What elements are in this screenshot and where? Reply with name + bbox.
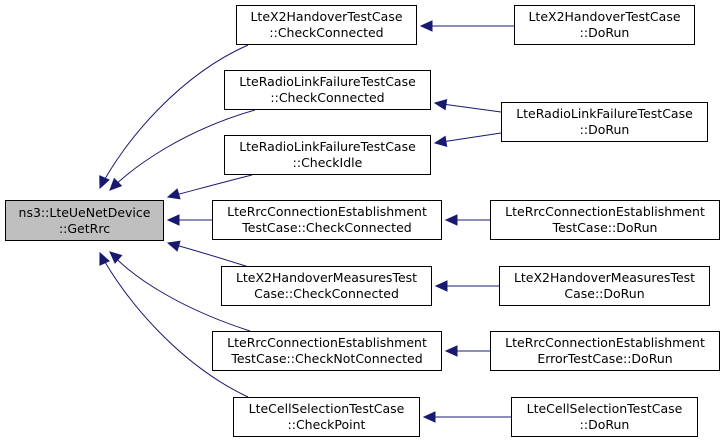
node-rrcce-checknotconnected[interactable]: LteRrcConnectionEstablishment TestCase::… [212,331,442,371]
edge-r7-m7-arrowhead [422,411,436,423]
node-x2handover-checkconnected[interactable]: LteX2HandoverTestCase ::CheckConnected [236,5,417,45]
node-label-line1: LteRrcConnectionEstablishment [227,335,427,350]
node-label-line2: Case::DoRun [564,286,645,301]
node-root-getrrc[interactable]: ns3::LteUeNetDevice ::GetRrc [5,200,164,241]
node-x2handover-dorun[interactable]: LteX2HandoverTestCase ::DoRun [514,5,695,45]
node-rlf-checkidle[interactable]: LteRadioLinkFailureTestCase ::CheckIdle [224,135,431,175]
edge-m1-root-arrowhead [99,175,110,190]
edge-m6-root [109,251,251,332]
node-label-line2: TestCase::CheckConnected [242,220,412,235]
node-label-line2: ::DoRun [579,417,630,432]
edge-r1-m1-arrowhead [419,20,433,32]
edge-r2-m2-arrowhead [433,98,448,111]
edge-m2-root-arrowhead [109,177,123,191]
node-label-line2: TestCase::DoRun [552,220,658,235]
node-label-line1: LteRrcConnectionEstablishment [505,204,705,219]
node-cellselection-dorun[interactable]: LteCellSelectionTestCase ::DoRun [511,397,698,437]
edge-m3-root-arrowhead [166,188,181,200]
node-label-line2: ::CheckConnected [269,25,384,40]
node-rlf-checkconnected[interactable]: LteRadioLinkFailureTestCase ::CheckConne… [224,70,431,110]
edge-m5-root-arrowhead [166,240,181,252]
node-label-line1: LteX2HandoverMeasuresTest [235,270,418,285]
node-label-line1: LteX2HandoverTestCase [250,9,403,24]
node-label-line2: ErrorTestCase::DoRun [537,351,673,366]
node-cellselection-checkpoint[interactable]: LteCellSelectionTestCase ::CheckPoint [233,397,420,437]
edge-m3-root [167,174,253,198]
node-label-line2: ::CheckConnected [270,90,385,105]
node-label-line1: LteRadioLinkFailureTestCase [239,139,416,154]
edge-m5-root [167,242,253,269]
node-rrcce-dorun[interactable]: LteRrcConnectionEstablishment TestCase::… [490,200,720,240]
edge-r5-m5-arrowhead [434,280,448,292]
node-label-line2: ::DoRun [579,25,630,40]
node-label-line2: Case::CheckConnected [254,286,399,301]
edge-r6-m6-arrowhead [444,345,458,357]
edge-m7-root-arrowhead [99,251,110,266]
node-label-line1: LteRrcConnectionEstablishment [505,335,705,350]
node-label-line1: LteCellSelectionTestCase [248,401,405,416]
node-label-line2: ::CheckPoint [287,417,366,432]
node-label-line2: ::DoRun [579,122,630,137]
node-label-line1: LteCellSelectionTestCase [526,401,683,416]
node-label-line1: LteRrcConnectionEstablishment [227,204,427,219]
edge-m7-root [99,252,249,398]
edge-m1-root [99,44,249,189]
node-label-line1: LteX2HandoverMeasuresTest [513,270,696,285]
node-rrcce-checkconnected[interactable]: LteRrcConnectionEstablishment TestCase::… [212,200,442,240]
edge-r4-m4-arrowhead [444,214,458,226]
node-rrcce-error-dorun[interactable]: LteRrcConnectionEstablishment ErrorTestC… [490,331,720,371]
node-x2measures-checkconnected[interactable]: LteX2HandoverMeasuresTest Case::CheckCon… [221,266,432,306]
node-x2measures-dorun[interactable]: LteX2HandoverMeasuresTest Case::DoRun [499,266,710,306]
node-label-line2: ::GetRrc [58,220,111,236]
edge-m2-root [109,109,256,191]
edge-m6-root-arrowhead [109,251,123,264]
node-label-line1: LteRadioLinkFailureTestCase [239,74,416,89]
node-label-line1: LteRadioLinkFailureTestCase [516,106,693,121]
node-label-line1: LteX2HandoverTestCase [528,9,681,24]
node-label-line2: TestCase::CheckNotConnected [231,351,423,366]
node-label-line2: ::CheckIdle [292,155,363,170]
edge-r2-m3-arrowhead [433,135,448,148]
node-label-line1: ns3::LteUeNetDevice [18,204,151,220]
node-rlf-dorun[interactable]: LteRadioLinkFailureTestCase ::DoRun [501,102,708,142]
edge-m4-root-arrowhead [166,214,180,226]
